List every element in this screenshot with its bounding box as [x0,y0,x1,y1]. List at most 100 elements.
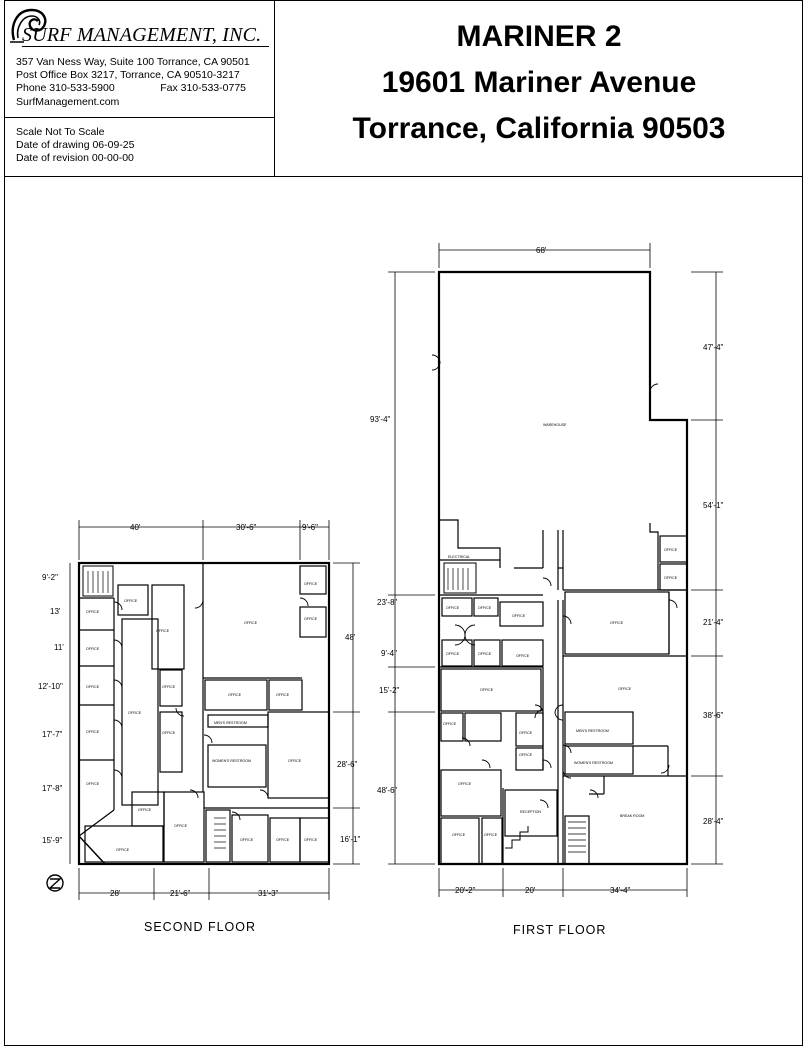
company-name: SURF MANAGEMENT, INC. [22,24,262,46]
sf-left-dim-6: 17'-8" [42,784,63,793]
first-floor-dimensions: 68' 20'-2" 20' 34'-4" 93'-4" 23'-8" 9'-4… [370,246,724,895]
sf-office-5: OFFICE [86,782,100,786]
property-street: 19601 Mariner Avenue [381,66,697,99]
second-floor-room-labels: OFFICE OFFICE OFFICE OFFICE OFFICE OFFIC… [86,582,318,852]
company-underline [22,46,269,47]
drawing-scale: Scale Not To Scale [16,126,105,138]
company-fax: Fax 310-533-0775 [160,82,246,94]
ff-top-dim-1: 68' [536,246,547,255]
ff-right-dim-3: 21'-4" [703,618,724,627]
ff-office-13: OFFICE [484,833,498,837]
sf-office-11: OFFICE [138,808,152,812]
sf-office-1: OFFICE [86,610,100,614]
ff-reception: RECEPTION [520,810,541,814]
ff-womens-restroom: WOMEN'S RESTROOM [574,761,613,765]
sf-office-19: OFFICE [304,617,318,621]
sf-top-dim-3: 9'-6" [302,523,318,532]
first-floor-outline [437,270,689,866]
ff-bottom-dim-3: 34'-4" [610,886,631,895]
sf-bottom-dim-2: 21'-6" [170,889,191,898]
sf-office-16: OFFICE [276,693,290,697]
ff-office-17: OFFICE [618,687,632,691]
ff-electrical: ELECTRICAL [448,555,470,559]
sf-office-3: OFFICE [86,685,100,689]
ff-bottom-dim-2: 20' [525,886,536,895]
first-floor-label: FIRST FLOOR [513,923,607,937]
ff-office-11: OFFICE [458,782,472,786]
second-floor-plan [77,561,331,866]
sf-top-dim-1: 40' [130,523,141,532]
sf-bottom-dim-1: 28' [110,889,121,898]
sf-mens-restroom: MEN'S RESTROOM [214,721,247,725]
ff-office-14: OFFICE [664,548,678,552]
sf-left-dim-7: 15'-9" [42,836,63,845]
sf-right-dim-2: 28'-6" [337,760,358,769]
sf-left-dim-1: 9'-2" [42,573,58,582]
sf-office-22: OFFICE [304,838,318,842]
sf-office-10: OFFICE [162,731,176,735]
ff-right-dim-1: 47'-4" [703,343,724,352]
sf-left-dim-4: 12'-10" [38,682,63,691]
surf-wave-logo [10,8,47,43]
sf-office-4: OFFICE [86,730,100,734]
ff-office-1: OFFICE [446,606,460,610]
ff-right-dim-5: 28'-4" [703,817,724,826]
ff-office-15: OFFICE [664,576,678,580]
header-bottom-rule [4,176,803,177]
ff-office-12: OFFICE [452,833,466,837]
sf-left-dim-5: 17'-7" [42,730,63,739]
ff-bottom-dim-1: 20'-2" [455,886,476,895]
ff-warehouse: WAREHOUSE [543,423,567,427]
revision-date: Date of revision 00-00-00 [16,152,134,164]
ff-left-dim-1: 93'-4" [370,415,391,424]
sf-left-dim-3: 11' [54,643,64,652]
sf-office-18: OFFICE [304,582,318,586]
sf-office-13: OFFICE [116,848,130,852]
second-floor-dimensions: 40' 30'-6" 9'-6" 28' 21'-6" 31'-3" 9'-2"… [38,523,361,898]
property-name: MARINER 2 [456,20,622,53]
first-floor-plan [431,270,689,866]
company-po-box: Post Office Box 3217, Torrance, CA 90510… [16,69,240,81]
sf-office-2: OFFICE [86,647,100,651]
sf-left-dim-2: 13' [50,607,61,616]
sf-office-7: OFFICE [156,629,170,633]
ff-office-8: OFFICE [443,722,457,726]
company-phone: Phone 310-533-5900 [16,82,115,94]
sf-womens-restroom: WOMEN'S RESTROOM [212,759,251,763]
first-floor-room-labels: WAREHOUSE ELECTRICAL OFFICE OFFICE OFFIC… [443,423,678,837]
company-website: SurfManagement.com [16,96,120,108]
ff-office-16: OFFICE [610,621,624,625]
sf-office-9: OFFICE [162,685,176,689]
sf-right-dim-3: 16'-1" [340,835,361,844]
north-arrow-icon [46,874,64,892]
second-floor-dimension-lines [69,520,360,900]
sf-office-21: OFFICE [276,838,290,842]
ff-office-6: OFFICE [516,654,530,658]
sf-right-dim-1: 48' [345,633,356,642]
property-city: Torrance, California 90503 [352,112,726,145]
ff-office-7: OFFICE [480,688,494,692]
ff-office-3: OFFICE [512,614,526,618]
sheet-border [4,0,803,1046]
drawing-date: Date of drawing 06-09-25 [16,139,135,151]
ff-left-dim-3: 9'-4" [381,649,397,658]
ff-office-9: OFFICE [519,731,533,735]
sf-office-14: OFFICE [244,621,258,625]
ff-mens-restroom: MEN'S RESTROOM [576,729,609,733]
ff-office-10: OFFICE [519,753,533,757]
sf-top-dim-2: 30'-6" [236,523,257,532]
ff-break-room: BREAK ROOM [620,814,644,818]
ff-office-4: OFFICE [446,652,460,656]
sf-bottom-dim-3: 31'-3" [258,889,279,898]
title-block-divider [4,117,275,118]
first-floor-dimension-lines [388,243,723,897]
company-address: 357 Van Ness Way, Suite 100 Torrance, CA… [16,56,250,68]
sf-office-12: OFFICE [174,824,188,828]
ff-right-dim-4: 38'-6" [703,711,724,720]
ff-left-dim-5: 48'-6" [377,786,398,795]
ff-left-dim-4: 15'-2" [379,686,400,695]
ff-right-dim-2: 54'-1" [703,501,724,510]
sf-office-17: OFFICE [288,759,302,763]
ff-office-5: OFFICE [478,652,492,656]
